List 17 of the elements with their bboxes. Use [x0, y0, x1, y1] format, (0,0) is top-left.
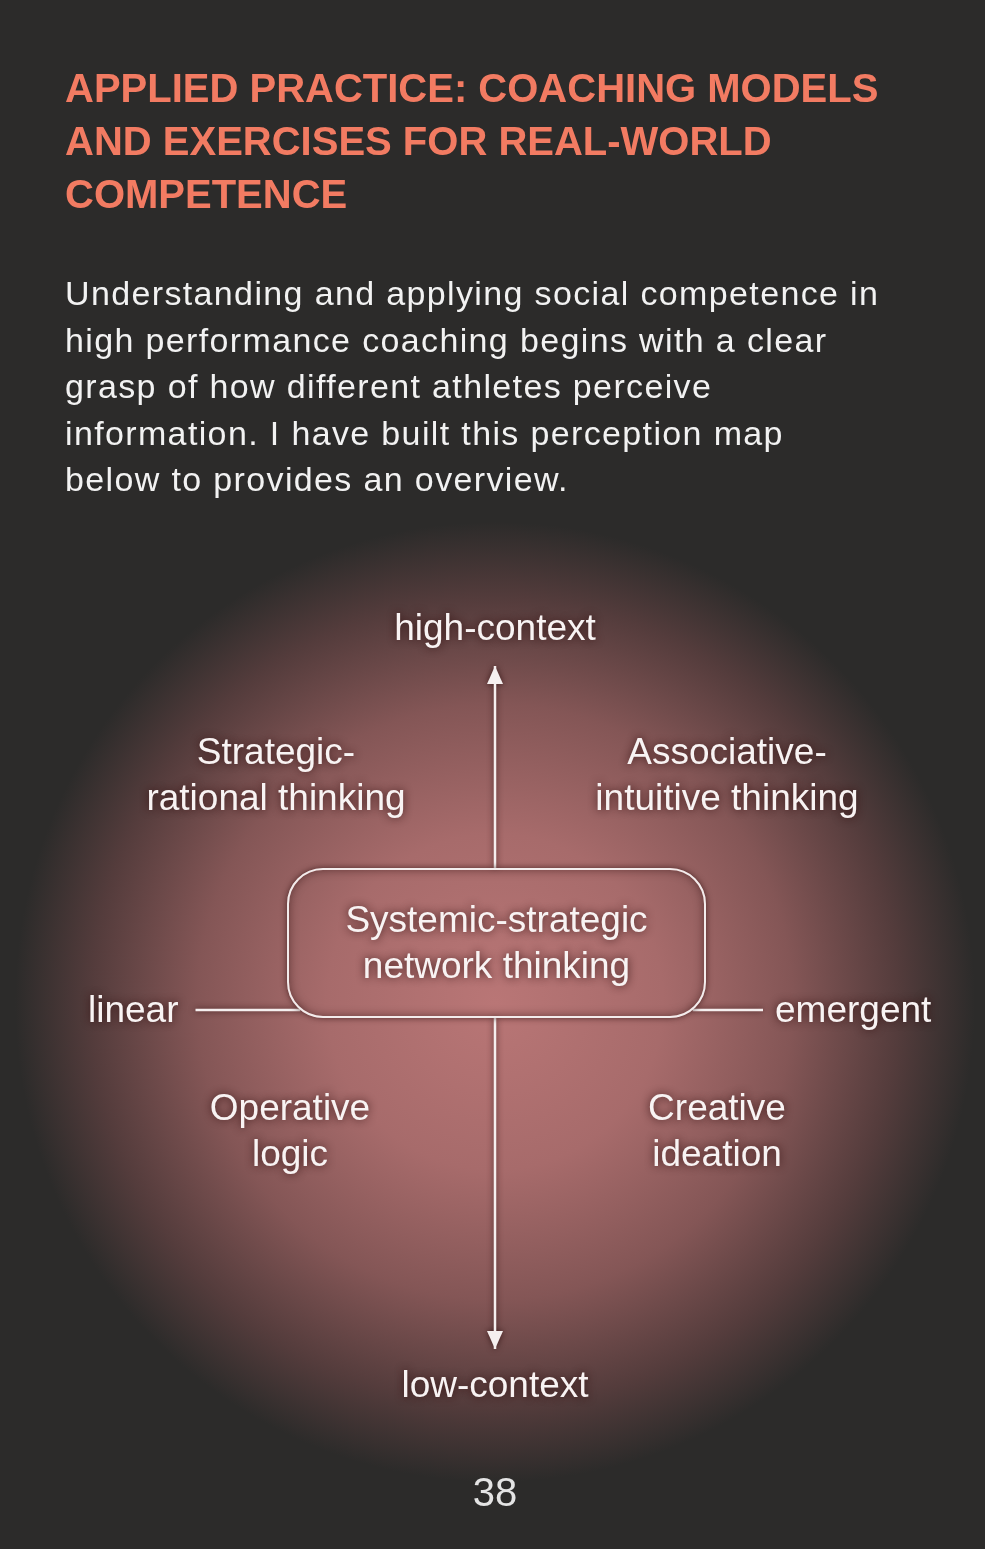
connector-line: [195, 1008, 301, 1012]
rounded-box: [287, 868, 706, 1018]
axis-label: emergent: [775, 987, 932, 1033]
arrow: [487, 666, 503, 868]
box-text: Systemic-strategic network thinking: [344, 898, 649, 988]
quadrant-label: Operative logic: [208, 1086, 372, 1176]
page-number: 38: [472, 1469, 518, 1515]
page-title: APPLIED PRACTICE: COACHING MODELS AND EXERCISES FOR REAL-WORLD COMPETENCE: [65, 65, 880, 218]
quadrant-label: Strategic-rational thinking: [145, 730, 407, 820]
quadrant-label: Associative-intuitive thinking: [594, 730, 860, 820]
quadrant-label: Creative ideation: [647, 1086, 787, 1176]
axis-label: low-context: [401, 1362, 589, 1408]
connector-line: [692, 1008, 763, 1012]
intro-paragraph: Understanding and applying social competence in high performance coaching begins with a clear grasp of how different athletes perceive information. I have built this perception map below to provides an overview.: [65, 273, 881, 500]
axis-label: high-context: [394, 605, 596, 651]
axis-label: linear: [88, 987, 179, 1033]
arrow: [487, 1018, 503, 1349]
